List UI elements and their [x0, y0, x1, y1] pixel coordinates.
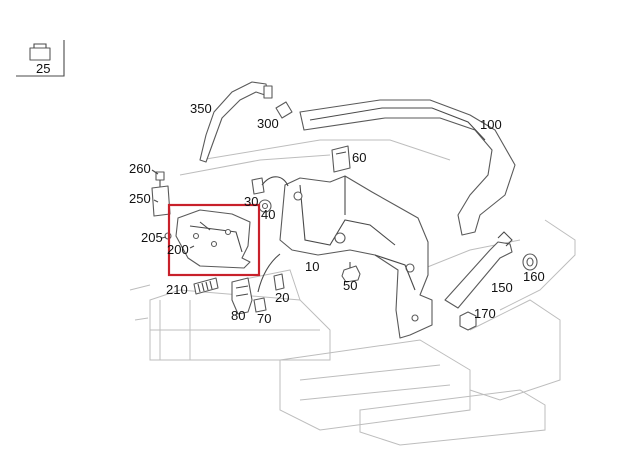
arrow-to-panel-lower	[257, 253, 281, 293]
callout-160: 160	[523, 269, 545, 284]
callout-100: 100	[480, 117, 502, 132]
callout-350: 350	[190, 101, 212, 116]
callout-25: 25	[36, 61, 50, 76]
callout-20: 20	[275, 290, 289, 305]
leader-lines	[151, 169, 195, 249]
vehicle-frame-background	[129, 139, 576, 446]
callout-30: 30	[244, 194, 258, 209]
part-40-nut	[258, 199, 272, 213]
part-300-bracket	[275, 101, 293, 119]
callout-300: 300	[257, 116, 279, 131]
part-10-main-panel	[279, 175, 433, 339]
part-170-nut	[459, 311, 477, 331]
callout-40: 40	[261, 207, 275, 222]
inset-part-25	[16, 40, 65, 77]
callout-260: 260	[129, 161, 151, 176]
callout-60: 60	[352, 150, 366, 165]
callout-80: 80	[231, 308, 245, 323]
callout-10: 10	[305, 259, 319, 274]
part-80-lock	[231, 277, 253, 315]
part-20-clip	[273, 273, 285, 291]
part-160-grommet	[522, 253, 538, 271]
part-60-clip	[331, 145, 351, 173]
part-210-spring-bolt	[193, 277, 219, 295]
callout-210: 210	[166, 282, 188, 297]
callout-250: 250	[129, 191, 151, 206]
callout-200: 200	[167, 242, 189, 257]
part-100-upper-rail	[299, 99, 516, 236]
part-150-strut	[444, 231, 513, 309]
part-50-mount	[341, 262, 361, 283]
callout-70: 70	[257, 311, 271, 326]
part-200-bracket	[175, 209, 251, 269]
arrow-to-panel	[261, 176, 289, 187]
part-260-250-bolt	[151, 171, 171, 217]
callout-50: 50	[343, 278, 357, 293]
callout-170: 170	[474, 306, 496, 321]
highlight-box-200	[167, 203, 261, 277]
callout-205: 205	[141, 230, 163, 245]
part-350-strap	[199, 81, 273, 163]
part-70-clip	[253, 297, 267, 313]
part-30-clip	[251, 177, 265, 195]
callout-150: 150	[491, 280, 513, 295]
